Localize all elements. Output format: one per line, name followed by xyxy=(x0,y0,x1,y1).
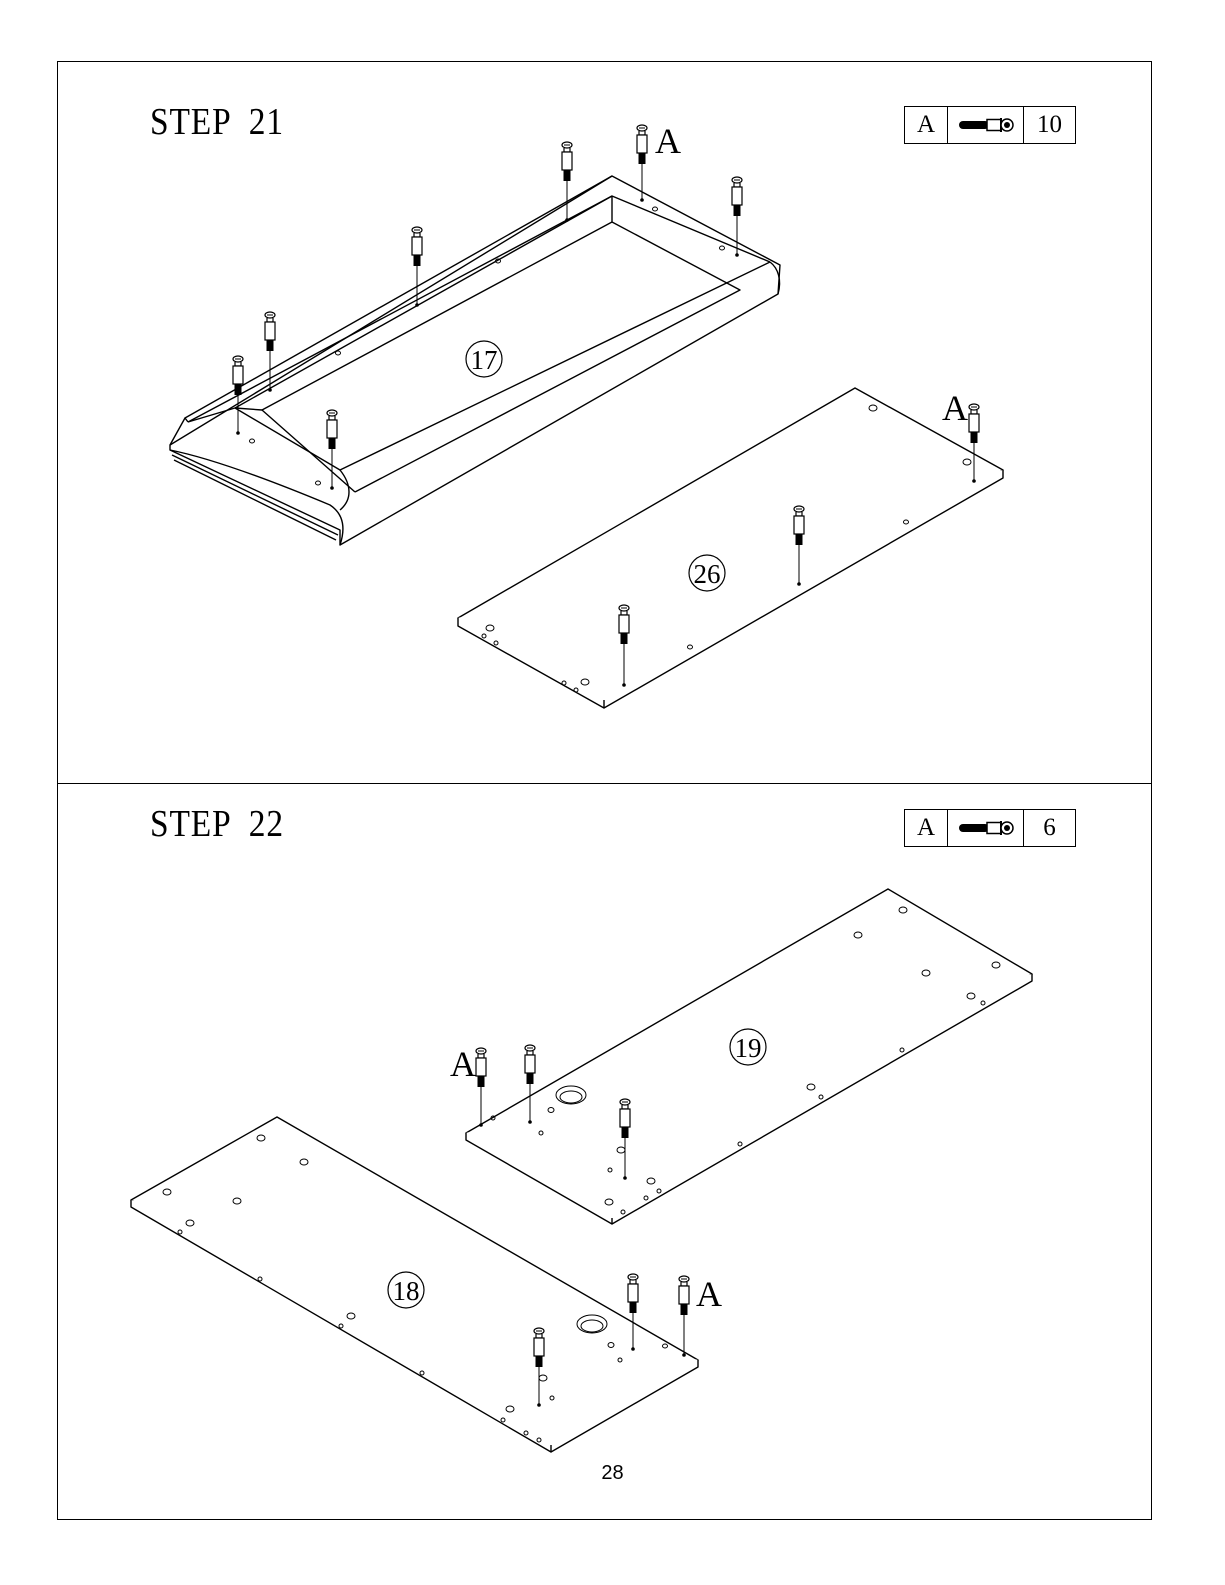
callout-a: A xyxy=(942,388,968,428)
part-number-26: 26 xyxy=(694,559,721,589)
page-number: 28 xyxy=(0,1462,1225,1485)
part-number-19: 19 xyxy=(735,1033,762,1063)
callout-a: A xyxy=(696,1274,722,1314)
part-number-17: 17 xyxy=(471,345,498,375)
callout-a: A xyxy=(450,1044,476,1084)
part-number-18: 18 xyxy=(393,1276,420,1306)
callout-a: A xyxy=(655,121,681,161)
